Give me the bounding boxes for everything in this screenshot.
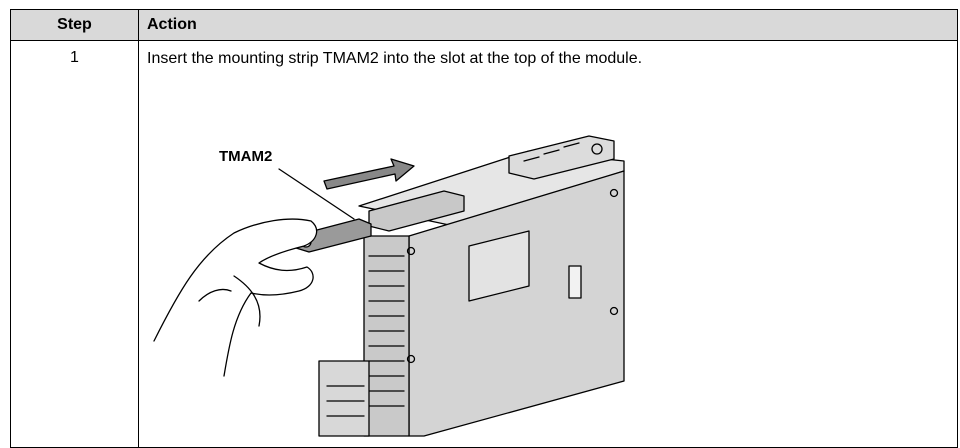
top-connector <box>508 135 615 180</box>
insert-direction-arrow <box>323 158 415 190</box>
instruction-table-container: Step Action 1 Insert the mounting strip … <box>10 9 958 448</box>
hand <box>153 218 318 377</box>
header-step: Step <box>10 9 139 41</box>
action-cell: Insert the mounting strip TMAM2 into the… <box>138 40 958 448</box>
callout-leader <box>278 168 355 220</box>
table-row: 1 Insert the mounting strip TMAM2 into t… <box>10 40 958 448</box>
instruction-table: Step Action 1 Insert the mounting strip … <box>10 9 958 448</box>
table-header-row: Step Action <box>10 9 958 41</box>
mounting-strip-illustration: TMAM2 <box>153 135 625 437</box>
panel-window <box>468 230 530 302</box>
action-text: Insert the mounting strip TMAM2 into the… <box>147 50 643 67</box>
header-action: Action <box>138 9 958 41</box>
base-block <box>318 360 370 437</box>
front-slot <box>568 265 582 299</box>
figure-callout-label: TMAM2 <box>219 148 272 165</box>
step-number: 1 <box>10 40 139 448</box>
